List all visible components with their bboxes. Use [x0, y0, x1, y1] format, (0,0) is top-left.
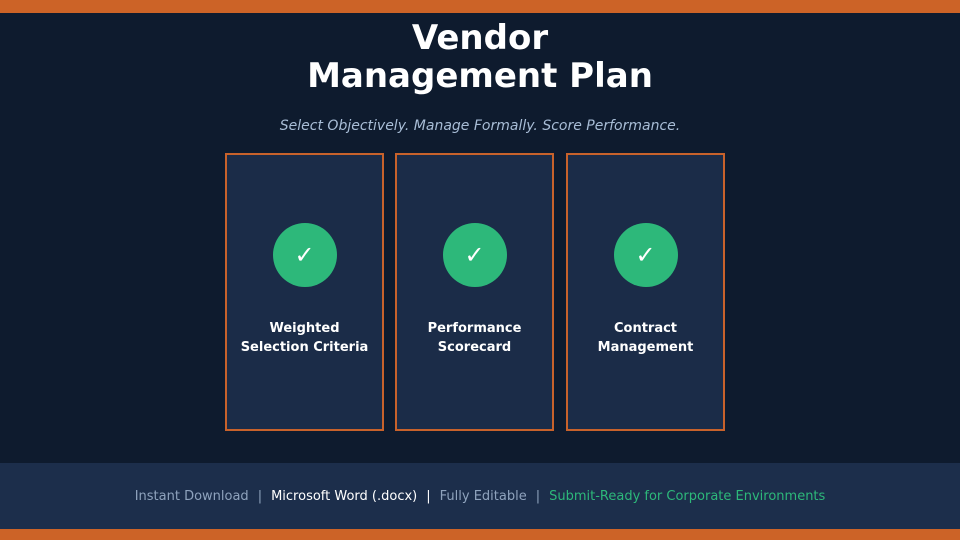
footer-submit-ready: Submit-Ready for Corporate Environments — [549, 488, 826, 504]
card-label: Performance Scorecard — [401, 319, 548, 357]
title-line-2: Management Plan — [307, 56, 653, 96]
card-weighted-selection-criteria: ✓ Weighted Selection Criteria — [225, 153, 384, 431]
footer-bar: Instant Download | Microsoft Word (.docx… — [0, 463, 960, 529]
card-label: Contract Management — [572, 319, 719, 357]
page-subtitle: Select Objectively. Manage Formally. Sco… — [279, 118, 681, 134]
card-label-line-2: Selection Criteria — [240, 340, 369, 355]
card-label-line-2: Management — [597, 340, 694, 355]
title-line-1: Vendor — [411, 18, 549, 58]
check-icon: ✓ — [613, 223, 678, 287]
footer-separator: | — [257, 488, 263, 504]
bottom-accent-bar — [0, 529, 960, 540]
card-label-line-1: Weighted — [269, 321, 340, 336]
card-label: Weighted Selection Criteria — [231, 319, 378, 357]
card-contract-management: ✓ Contract Management — [566, 153, 725, 431]
check-icon: ✓ — [442, 223, 507, 287]
footer-separator: | — [426, 488, 431, 504]
card-performance-scorecard: ✓ Performance Scorecard — [395, 153, 554, 431]
footer-instant-download: Instant Download — [134, 488, 249, 504]
card-label-line-1: Contract — [613, 321, 678, 336]
card-label-line-2: Scorecard — [437, 340, 512, 355]
footer-separator: | — [535, 488, 541, 504]
check-icon: ✓ — [272, 223, 337, 287]
card-label-line-1: Performance — [427, 321, 522, 336]
footer-file-format: Microsoft Word (.docx) — [271, 488, 418, 504]
top-accent-bar — [0, 0, 960, 13]
page-title: Vendor Management Plan — [0, 19, 960, 95]
footer-fully-editable: Fully Editable — [439, 488, 527, 504]
